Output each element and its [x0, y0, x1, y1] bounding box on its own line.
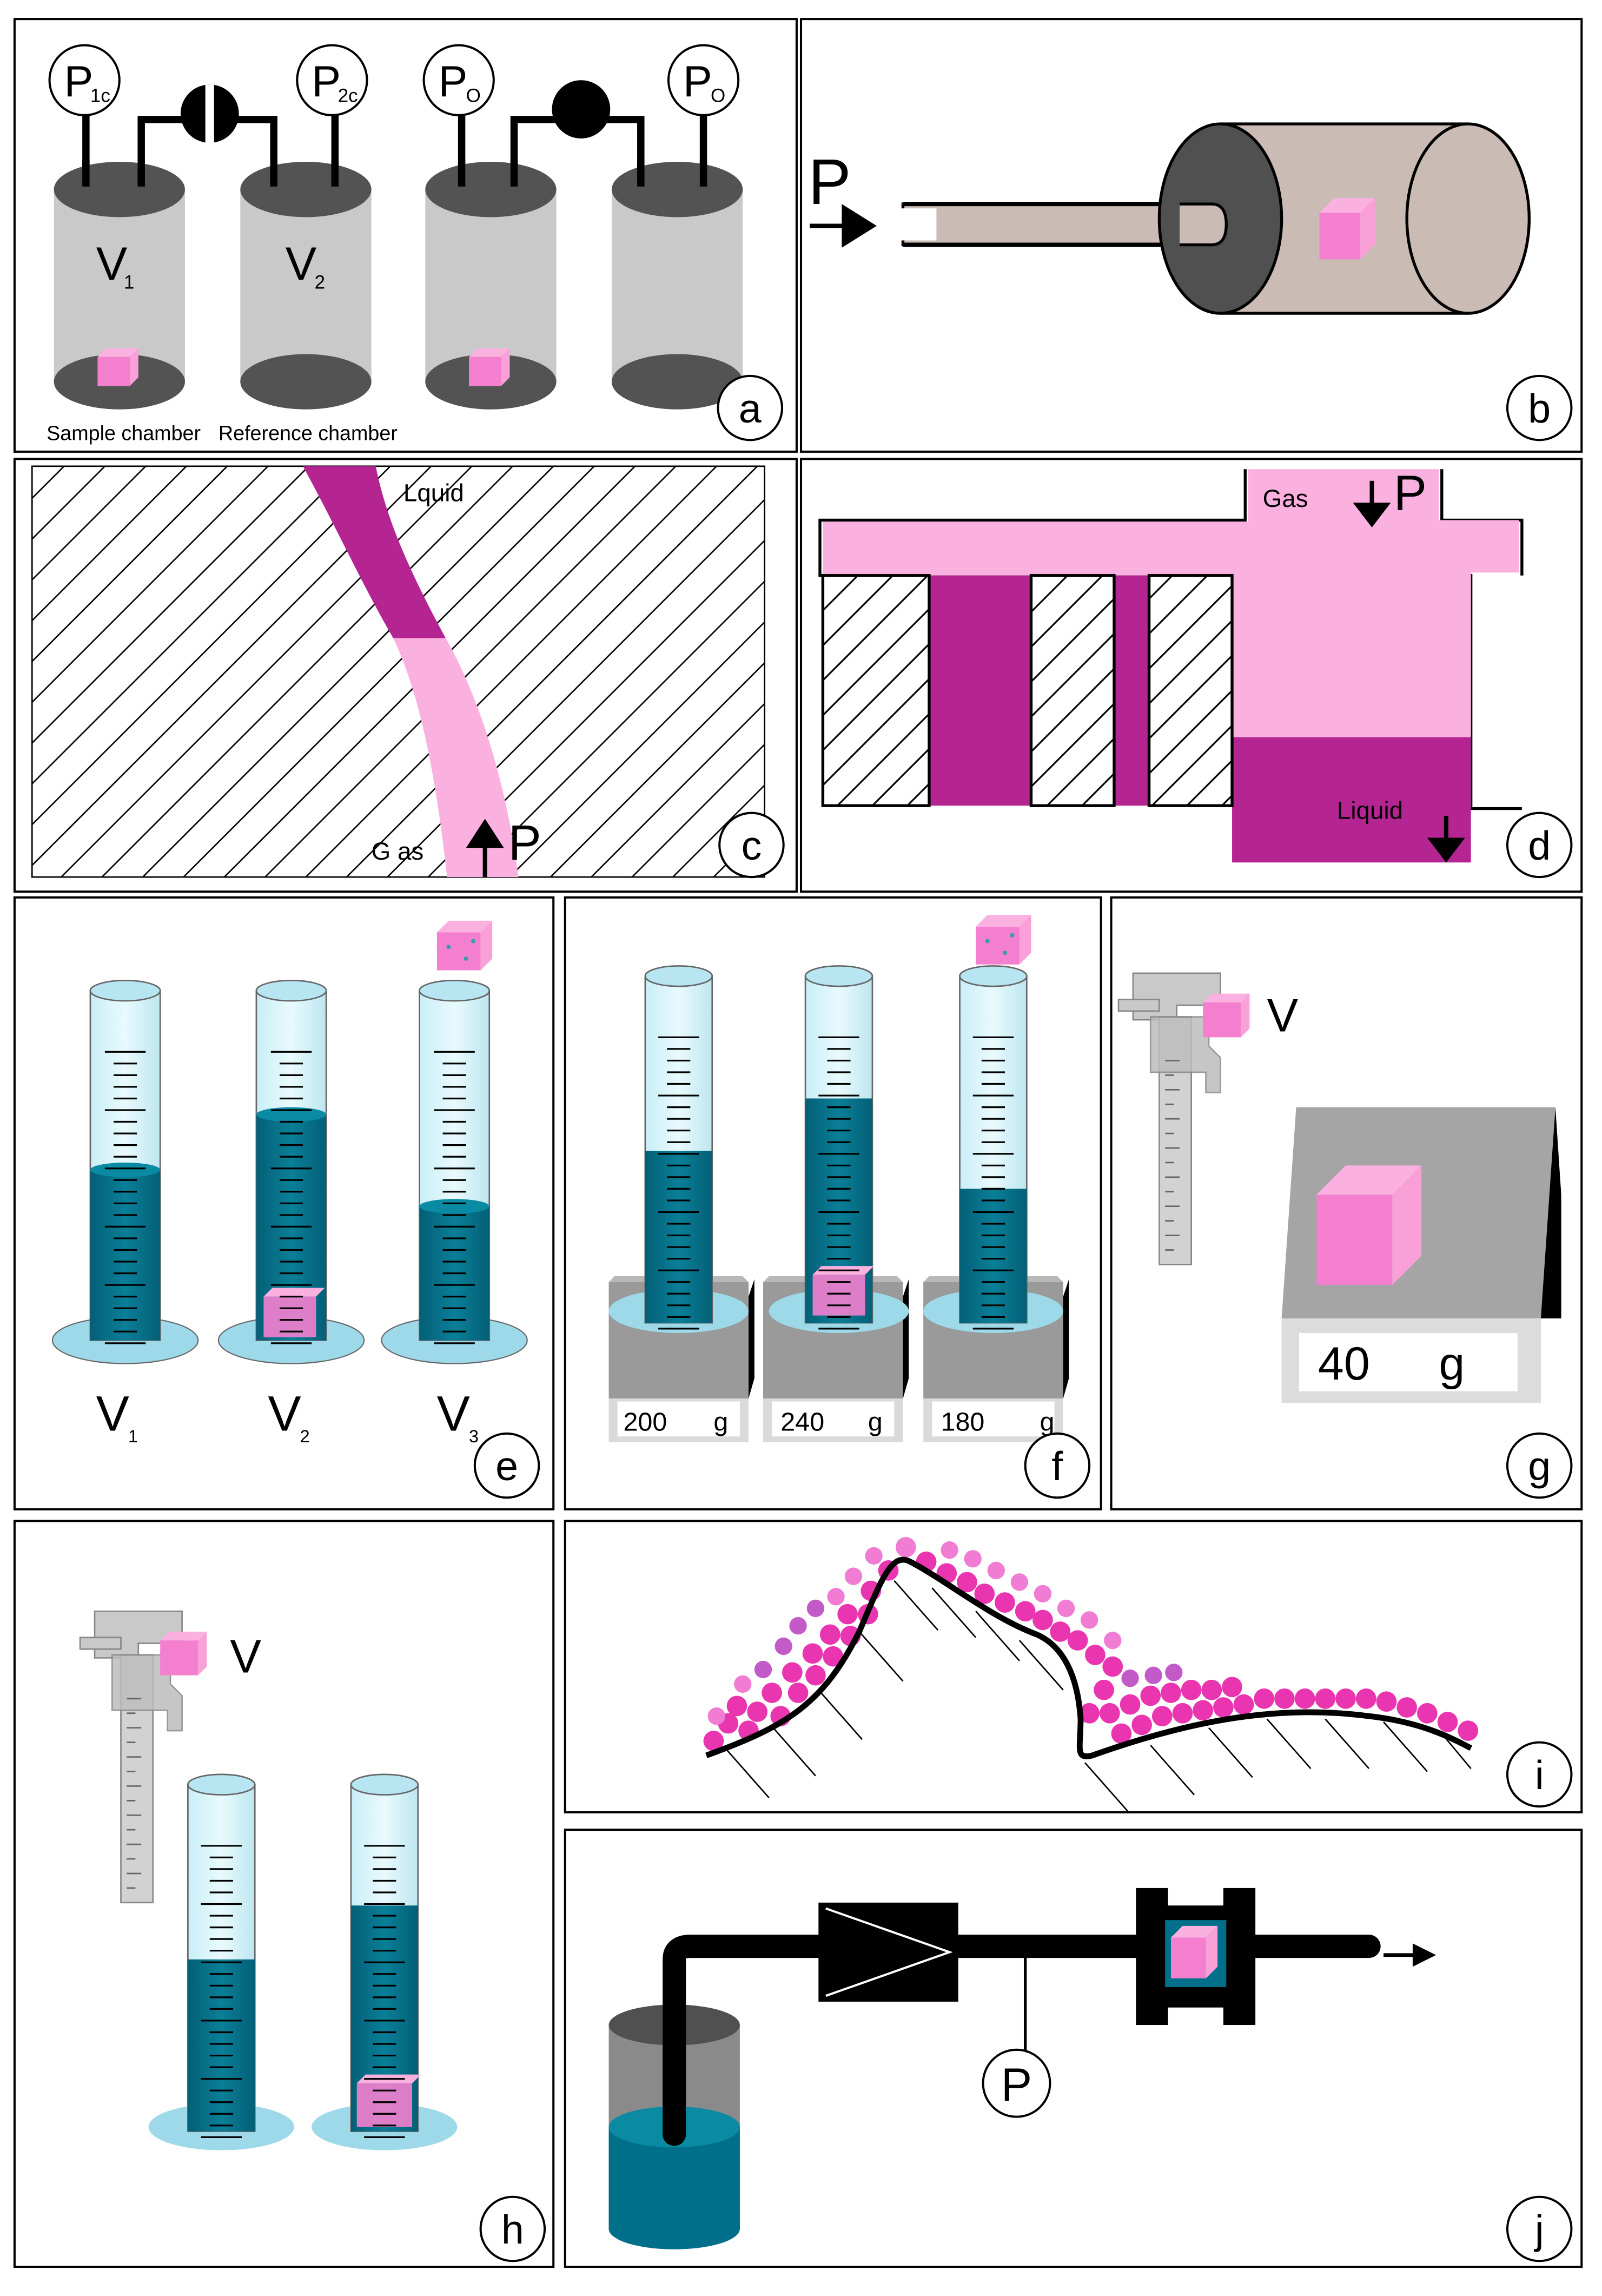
gauge-p2c: P 2c: [296, 44, 368, 116]
panel-letter-b: b: [1528, 386, 1551, 431]
graduated-cylinder-1: [148, 1773, 294, 2150]
panel-letter-c: c: [742, 823, 762, 868]
panel-f: 200 g 240 g 180 g: [564, 896, 1102, 1510]
liquid-label: Liquid: [1337, 796, 1403, 824]
svg-text:V: V: [96, 1386, 129, 1441]
pressure-gauge: P: [982, 2048, 1051, 2118]
arrow-down-icon: [1353, 503, 1391, 527]
sample-cube: [1316, 1165, 1422, 1285]
svg-text:g: g: [1040, 1407, 1055, 1436]
svg-text:200: 200: [623, 1407, 667, 1436]
svg-text:P: P: [683, 57, 712, 106]
panel-letter-a: a: [739, 386, 762, 431]
sample-chamber-label: Sample chamber: [47, 421, 201, 444]
volume-label: V: [1267, 990, 1299, 1042]
panel-letter-d: d: [1528, 823, 1551, 868]
svg-text:2c: 2c: [338, 85, 358, 107]
panel-letter-i: i: [1535, 1752, 1544, 1798]
pressure-label: P: [508, 815, 541, 870]
panel-h: V h: [13, 1520, 555, 2268]
svg-text:1: 1: [128, 1427, 138, 1446]
panel-letter-h: h: [501, 2207, 524, 2252]
svg-text:O: O: [466, 85, 481, 107]
panel-letter-e: e: [495, 1443, 518, 1489]
sample-cube: [97, 348, 138, 386]
sample-cube: [1319, 198, 1375, 260]
pump: [818, 1902, 958, 2002]
svg-text:1: 1: [124, 272, 134, 293]
liquid-label: Lquid: [403, 479, 464, 506]
gas-label: G as: [372, 837, 424, 865]
v1-label: V: [96, 238, 128, 290]
reference-chamber: [240, 162, 372, 410]
gas-label: Gas: [1263, 485, 1308, 512]
svg-text:3: 3: [469, 1427, 479, 1446]
graduated-cylinder-2: [312, 1773, 458, 2150]
gauge-po-1: P O: [422, 44, 495, 116]
svg-text:180: 180: [941, 1407, 985, 1436]
gauge-p1c: P 1c: [48, 44, 121, 116]
gas-channel: [393, 638, 519, 878]
pressure-label: P: [1394, 466, 1427, 521]
svg-text:1c: 1c: [90, 85, 110, 107]
panel-j: P j: [564, 1829, 1583, 2268]
porous-sample: [436, 920, 493, 971]
arrow-down-icon: [1427, 837, 1465, 863]
panel-letter-g: g: [1528, 1443, 1551, 1489]
svg-text:P: P: [1001, 2059, 1032, 2111]
svg-text:V: V: [437, 1386, 470, 1441]
closed-valve-icon: [552, 80, 611, 138]
svg-text:g: g: [713, 1407, 728, 1436]
svg-text:2: 2: [300, 1427, 310, 1446]
flow-tube: [663, 1935, 1381, 2146]
liquid-channel: [303, 466, 446, 638]
graduated-cylinder-2: [217, 979, 365, 1364]
svg-text:240: 240: [780, 1407, 824, 1436]
panel-d: Gas P Liquid d: [799, 458, 1583, 893]
panel-c: Lquid G as P c: [13, 458, 798, 893]
arrow-right-icon: [842, 204, 877, 248]
svg-text:g: g: [868, 1407, 883, 1436]
svg-text:g: g: [1439, 1338, 1465, 1390]
porous-sample: [976, 915, 1031, 965]
reference-chamber-label: Reference chamber: [219, 421, 398, 444]
arrow-up-icon: [466, 819, 504, 848]
panel-b: P b: [799, 18, 1583, 453]
panel-e: V 1 V 2 V 3 e: [13, 896, 555, 1510]
volume-label: V: [230, 1631, 261, 1683]
svg-text:P: P: [439, 57, 468, 106]
gauge-po-2: P O: [667, 44, 740, 116]
mass-readout: 40: [1318, 1338, 1370, 1390]
panel-letter-j: j: [1534, 2207, 1544, 2252]
arrow-right-icon: [1412, 1943, 1436, 1967]
panel-letter-f: f: [1051, 1443, 1063, 1489]
svg-text:2: 2: [315, 272, 325, 293]
svg-text:O: O: [711, 85, 725, 107]
panel-i: i: [564, 1520, 1583, 1813]
graduated-cylinder-3: [381, 979, 528, 1364]
v2-label: V: [286, 238, 317, 290]
panel-g: V 40 g g: [1110, 896, 1583, 1510]
panel-a: P 1c P 2c P O P O V 1 V 2 Sample chamber…: [13, 18, 798, 453]
svg-text:V: V: [268, 1386, 301, 1441]
rock-surface: [705, 1556, 1473, 1759]
graduated-cylinder-1: [51, 979, 199, 1364]
svg-text:P: P: [64, 57, 93, 106]
svg-text:P: P: [312, 57, 341, 106]
sample-holder: [1136, 1888, 1256, 2026]
